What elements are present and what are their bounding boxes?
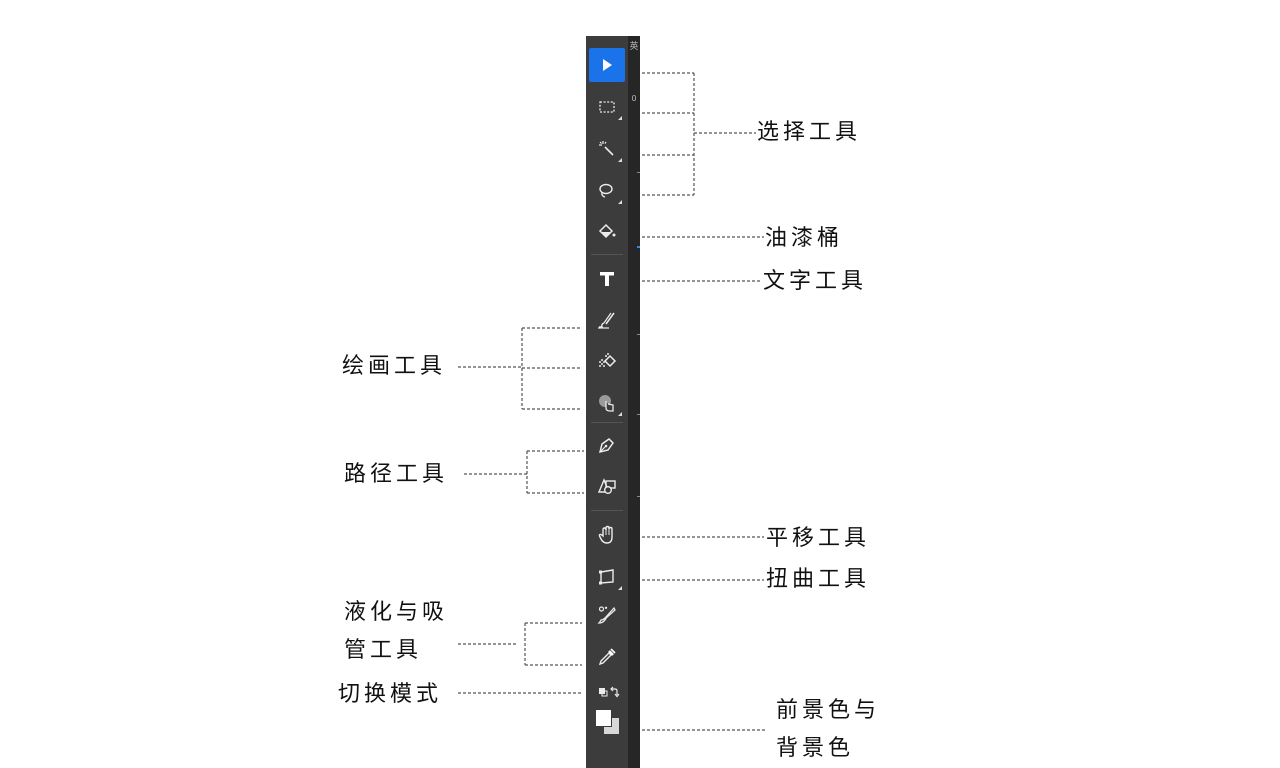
type-icon <box>600 272 614 286</box>
paint-bucket-tool-button[interactable] <box>589 214 625 248</box>
pen-icon <box>598 438 614 454</box>
toolbar-divider <box>591 422 623 423</box>
label-paint-tools: 绘画工具 <box>342 354 447 379</box>
label-warp-tool: 扭曲工具 <box>766 567 871 592</box>
edge-tick <box>637 334 640 335</box>
submenu-corner-icon <box>618 116 622 120</box>
edge-label-zero: 0 <box>631 94 637 103</box>
lasso-icon <box>599 183 613 198</box>
magic-wand-tool-button[interactable] <box>589 132 625 166</box>
pen-tool-button[interactable] <box>589 428 625 462</box>
submenu-corner-icon <box>618 586 622 590</box>
hand-icon <box>598 525 613 544</box>
color-swatches[interactable] <box>593 708 623 738</box>
eyedropper-tool-button[interactable] <box>589 640 625 674</box>
liquify-tool-button[interactable] <box>589 598 625 632</box>
swap-mode-icon <box>599 686 620 698</box>
tool-panel <box>586 36 628 768</box>
foreground-color-swatch[interactable] <box>595 709 612 727</box>
submenu-corner-icon <box>618 158 622 162</box>
smudge-tool-button[interactable] <box>589 386 625 420</box>
edge-label-char: 英 <box>629 42 639 52</box>
marquee-tool-button[interactable] <box>589 90 625 124</box>
eraser-icon <box>599 353 617 368</box>
brush-tool-button[interactable] <box>589 304 625 338</box>
edge-tick <box>637 496 640 497</box>
brush-icon <box>598 312 615 329</box>
toolbar-divider <box>591 510 623 511</box>
lasso-tool-button[interactable] <box>589 174 625 208</box>
submenu-corner-icon <box>618 412 622 416</box>
shape-tool-button[interactable] <box>589 468 625 502</box>
edge-tick <box>637 414 640 415</box>
move-tool-button[interactable] <box>589 48 625 82</box>
eraser-tool-button[interactable] <box>589 344 625 378</box>
pointer-arrow-icon <box>603 59 612 71</box>
toolbar-divider <box>591 254 623 255</box>
label-pan-tool: 平移工具 <box>766 526 871 551</box>
liquify-icon <box>597 606 616 624</box>
edge-tick-accent <box>637 246 640 248</box>
panel-edge-strip: 英 0 <box>628 36 640 768</box>
label-select-tools: 选择工具 <box>757 120 862 145</box>
smudge-icon <box>599 395 614 412</box>
label-colors-line1: 前景色与 <box>776 698 881 723</box>
hand-tool-button[interactable] <box>589 518 625 552</box>
edge-tick <box>637 172 640 173</box>
label-switch-mode: 切换模式 <box>338 682 443 707</box>
shape-icon <box>597 478 616 494</box>
submenu-corner-icon <box>618 200 622 204</box>
label-colors-line2: 背景色 <box>776 736 855 761</box>
transform-tool-button[interactable] <box>589 560 625 594</box>
label-paint-bucket: 油漆桶 <box>765 226 844 251</box>
label-liquify-eyedropper-line2: 管工具 <box>344 638 423 663</box>
swap-mode-button[interactable] <box>596 684 622 698</box>
paint-bucket-icon <box>598 223 616 239</box>
eyedropper-icon <box>598 648 616 666</box>
label-liquify-eyedropper-line1: 液化与吸 <box>344 600 449 625</box>
type-tool-button[interactable] <box>589 262 625 296</box>
magic-wand-icon <box>599 141 614 156</box>
transform-icon <box>599 569 614 585</box>
label-text-tool: 文字工具 <box>763 269 868 294</box>
marquee-select-icon <box>599 101 615 113</box>
label-path-tools: 路径工具 <box>344 462 449 487</box>
